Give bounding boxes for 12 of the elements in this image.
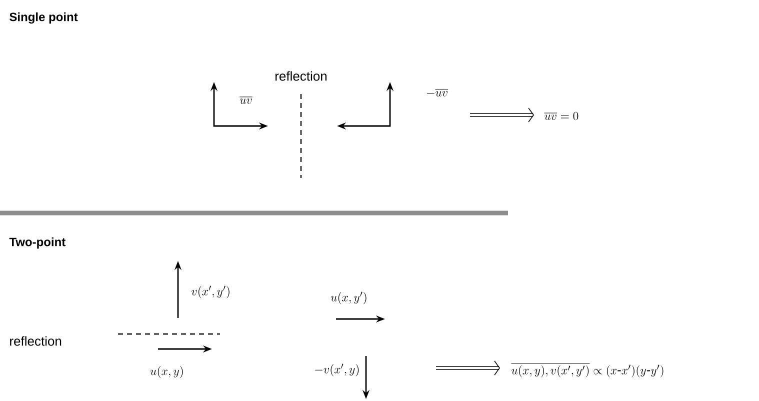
result-formula: $\overline{uv} = 0$ [544,112,578,120]
section-heading: Single point [10,12,78,24]
axis-label: reflection [276,71,327,81]
vector-label: $u(x,y)$ [150,366,183,378]
vector-label: $-v(x',y)$ [315,364,359,376]
result-formula: $\overline{u(x,y),v(x',y')}\propto(x\text{-}x')(y\text{-}y')$ [511,364,664,378]
section-heading: Two-point [9,237,66,249]
vector-label: $\overline{uv}$ [240,96,252,104]
vector-label: $-\overline{uv}$ [426,89,448,96]
axis-label: reflection [10,336,62,346]
vector-label: $v(x',y')$ [192,286,230,298]
vector-label: $u(x,y')$ [330,292,366,304]
